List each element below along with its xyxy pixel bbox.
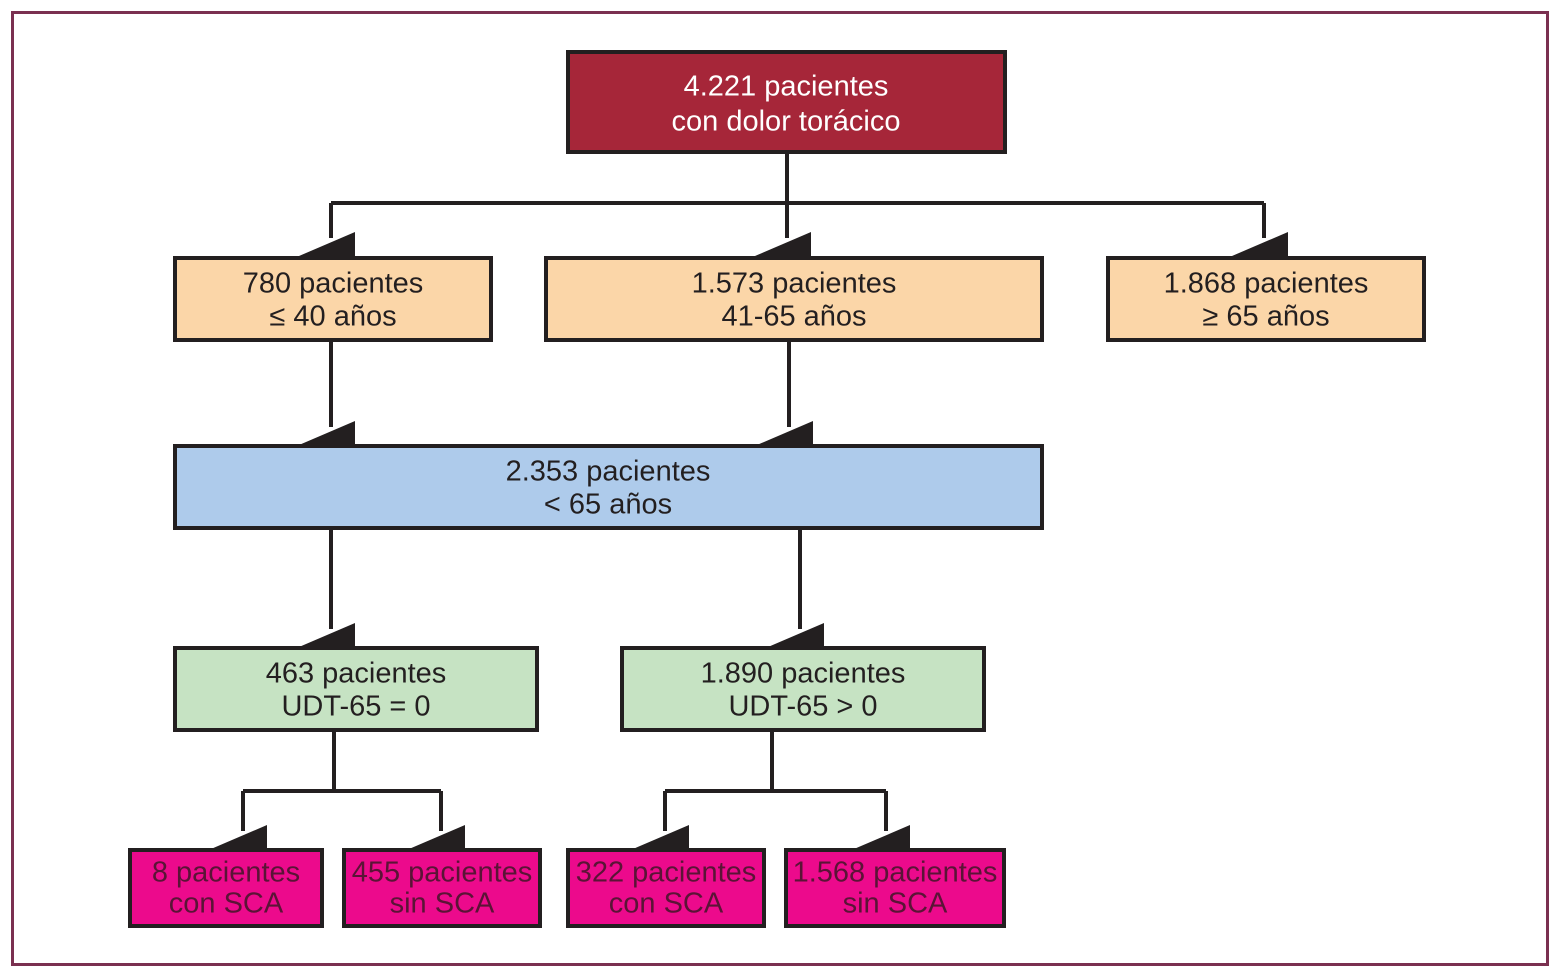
outcome-udt0-con-sca-box[interactable] xyxy=(128,848,324,928)
root-total-patients-line2: con dolor torácico xyxy=(672,106,901,138)
outcome-udtpos-sin-sca-line1: 1.568 pacientes xyxy=(793,857,998,889)
edge-udt-pos-to-outcomes xyxy=(633,730,910,873)
age-group-41-65-line1: 1.573 pacientes xyxy=(692,268,897,300)
node-age-group-le-40[interactable]: 780 pacientes ≤ 40 años xyxy=(173,256,493,342)
outcome-udtpos-con-sca-line1: 322 pacientes xyxy=(576,857,757,889)
outcome-udtpos-con-sca-box[interactable] xyxy=(566,848,766,928)
node-cohort-under-65[interactable]: 2.353 pacientes < 65 años xyxy=(173,444,1044,530)
udt65-score-zero-line1: 463 pacientes xyxy=(266,658,447,690)
cohort-under-65-box[interactable] xyxy=(173,444,1044,530)
udt65-score-positive-box[interactable] xyxy=(620,646,986,732)
udt65-score-positive-line2: UDT-65 > 0 xyxy=(728,691,877,723)
age-group-41-65-line2: 41-65 años xyxy=(721,301,866,333)
cohort-under-65-line1: 2.353 pacientes xyxy=(506,456,711,488)
age-group-ge-65-line1: 1.868 pacientes xyxy=(1164,268,1369,300)
root-total-patients-box[interactable] xyxy=(566,50,1007,154)
age-group-le-40-box[interactable] xyxy=(173,256,493,342)
outcome-udtpos-con-sca-line2: con SCA xyxy=(609,888,724,920)
outcome-udtpos-sin-sca-box[interactable] xyxy=(784,848,1006,928)
age-group-le-40-line1: 780 pacientes xyxy=(243,268,424,300)
udt65-score-positive-line1: 1.890 pacientes xyxy=(701,658,906,690)
node-outcome-udt0-con-sca[interactable]: 8 pacientes con SCA xyxy=(128,848,324,928)
node-root-total-patients[interactable]: 4.221 pacientes con dolor torácico xyxy=(566,50,1007,154)
outcome-udt0-con-sca-line1: 8 pacientes xyxy=(152,857,300,889)
udt65-score-zero-box[interactable] xyxy=(173,646,539,732)
cohort-under-65-line2: < 65 años xyxy=(544,489,672,521)
outcome-udt0-sin-sca-line2: sin SCA xyxy=(390,888,495,920)
node-age-group-41-65[interactable]: 1.573 pacientes 41-65 años xyxy=(544,256,1044,342)
edge-age-to-cohort xyxy=(299,340,813,469)
udt65-score-zero-line2: UDT-65 = 0 xyxy=(281,691,430,723)
outcome-udt0-sin-sca-box[interactable] xyxy=(342,848,542,928)
node-age-group-ge-65[interactable]: 1.868 pacientes ≥ 65 años xyxy=(1106,256,1426,342)
edge-cohort-to-udt xyxy=(299,528,824,671)
node-outcome-udtpos-con-sca[interactable]: 322 pacientes con SCA xyxy=(566,848,766,928)
outcome-udt0-con-sca-line2: con SCA xyxy=(169,888,284,920)
age-group-41-65-box[interactable] xyxy=(544,256,1044,342)
outcome-udtpos-sin-sca-line2: sin SCA xyxy=(843,888,948,920)
node-outcome-udtpos-sin-sca[interactable]: 1.568 pacientes sin SCA xyxy=(784,848,1006,928)
node-udt65-score-zero[interactable]: 463 pacientes UDT-65 = 0 xyxy=(173,646,539,732)
edge-root-to-age-groups xyxy=(299,152,1288,280)
node-outcome-udt0-sin-sca[interactable]: 455 pacientes sin SCA xyxy=(342,848,542,928)
edge-udt-zero-to-outcomes xyxy=(211,730,465,873)
root-total-patients-line1: 4.221 pacientes xyxy=(684,71,889,103)
age-group-ge-65-line2: ≥ 65 años xyxy=(1202,301,1329,333)
age-group-le-40-line2: ≤ 40 años xyxy=(269,301,396,333)
age-group-ge-65-box[interactable] xyxy=(1106,256,1426,342)
node-udt65-score-positive[interactable]: 1.890 pacientes UDT-65 > 0 xyxy=(620,646,986,732)
outcome-udt0-sin-sca-line1: 455 pacientes xyxy=(352,857,533,889)
